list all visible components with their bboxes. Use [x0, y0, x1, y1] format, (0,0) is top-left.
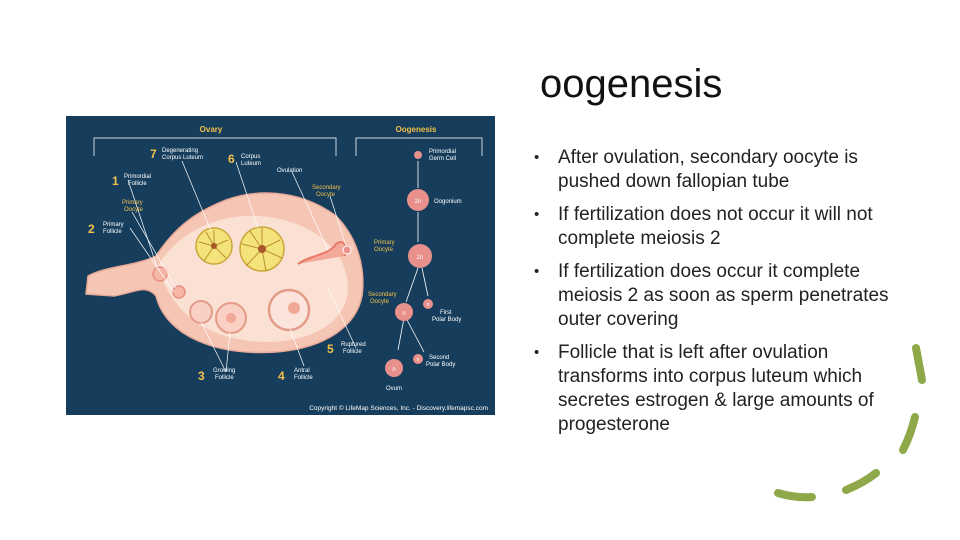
ovum-cell — [385, 359, 403, 377]
number-5: 5 — [327, 342, 334, 356]
bullet-text: If fertilization does occur it complete … — [558, 261, 889, 330]
primary-follicle-shape — [172, 285, 186, 299]
ovary-heading: Ovary — [200, 125, 223, 134]
secondary-oocyte-shape — [342, 245, 352, 255]
growing-follicle-core — [226, 313, 236, 323]
bullet-item: • If fertilization does occur it complete… — [534, 260, 904, 332]
first-polar-body-n: n — [427, 302, 430, 308]
deco-dash-3 — [842, 469, 880, 494]
oogonium-2n: 2n — [415, 199, 422, 205]
ovulation-label: Ovulation — [277, 168, 302, 174]
bullet-text: After ovulation, secondary oocyte is pus… — [558, 147, 858, 192]
deco-dash-1 — [912, 344, 926, 384]
corpus-luteum-folds — [198, 228, 283, 272]
second-polar-body-cell — [413, 354, 423, 364]
primordial-follicle-shape — [152, 266, 168, 282]
bullet-item: • If fertilization does not occur it will… — [534, 203, 904, 251]
bullet-text: Follicle that is left after ovulation tr… — [558, 342, 874, 435]
number-6: 6 — [228, 152, 235, 166]
bullet-dot: • — [534, 344, 540, 361]
bullet-list: • After ovulation, secondary oocyte is pu… — [534, 146, 904, 446]
bullet-text: If fertilization does not occur it will … — [558, 204, 873, 249]
copyright-text: Copyright © LifeMap Sciences, Inc. - Dis… — [309, 404, 488, 412]
number-7: 7 — [150, 147, 157, 161]
second-polar-body-n: n — [417, 357, 420, 363]
bullet-dot: • — [534, 263, 540, 280]
pointer-lines — [127, 160, 357, 373]
number-2: 2 — [88, 222, 95, 236]
bullet-item: • After ovulation, secondary oocyte is pu… — [534, 146, 904, 194]
oogenesis-bracket — [355, 137, 483, 156]
antral-follicle-oocyte — [288, 302, 300, 314]
bullet-dot: • — [534, 149, 540, 166]
secondary-oocyte-n: n — [402, 311, 405, 317]
bullet-dot: • — [534, 206, 540, 223]
primary-oocyte-2n: 2n — [417, 255, 424, 261]
oogonium-label: Oogonium — [434, 199, 462, 205]
oogenesis-arrows — [397, 161, 429, 353]
number-1: 1 — [112, 174, 119, 188]
ovary-bracket — [93, 137, 337, 156]
bullet-item: • Follicle that is left after ovulation t… — [534, 341, 904, 437]
oogonium-cell — [407, 189, 429, 211]
growing-follicle-2-shape — [189, 300, 213, 324]
number-3: 3 — [198, 369, 205, 383]
corpus-luteum-core — [258, 245, 266, 253]
decorative-dashed-arc — [774, 344, 926, 502]
deco-dash-4 — [774, 489, 816, 502]
number-4: 4 — [278, 369, 285, 383]
secondary-oocyte-cell — [395, 303, 413, 321]
ovum-label: Ovum — [386, 386, 402, 392]
degenerating-core — [211, 243, 217, 249]
ovum-n: n — [392, 367, 395, 373]
oogenesis-heading: Oogenesis — [396, 125, 437, 134]
primordial-germ-cell-shape — [414, 151, 422, 159]
first-polar-body-cell — [423, 299, 433, 309]
slide-title: oogenesis — [540, 62, 723, 106]
primary-oocyte-cell — [408, 244, 432, 268]
deco-dash-2 — [899, 413, 919, 454]
